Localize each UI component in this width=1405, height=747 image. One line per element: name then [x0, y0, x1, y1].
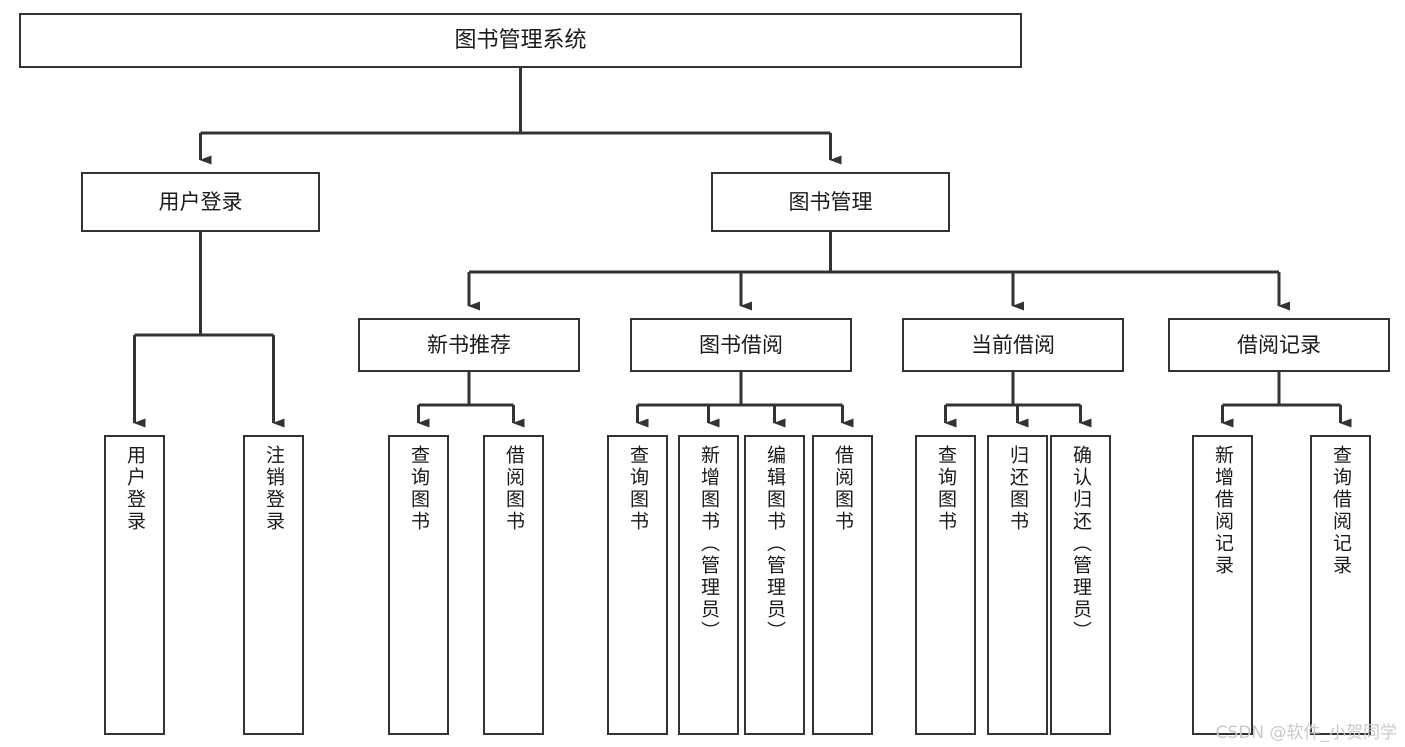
node-leaf4[interactable]: 借阅图书: [483, 435, 544, 735]
node-label: 图书管理: [788, 189, 873, 214]
node-history[interactable]: 借阅记录: [1168, 318, 1390, 372]
node-label: 查询图书: [935, 445, 957, 533]
node-leaf2[interactable]: 注销登录: [243, 435, 304, 735]
node-label: 用户登录: [158, 189, 243, 214]
node-login[interactable]: 用户登录: [81, 172, 320, 232]
watermark: CSDN @软件_小贺同学: [1215, 723, 1397, 743]
node-root[interactable]: 图书管理系统: [19, 13, 1022, 68]
node-label: 查询借阅记录: [1330, 445, 1352, 577]
node-leaf12[interactable]: 新增借阅记录: [1192, 435, 1253, 735]
node-current[interactable]: 当前借阅: [902, 318, 1124, 372]
node-label: 查询图书: [408, 445, 430, 533]
node-label: 归还图书: [1007, 445, 1029, 533]
node-label: 用户登录: [124, 445, 146, 533]
node-label: 借阅图书: [832, 445, 854, 533]
node-bookmgmt[interactable]: 图书管理: [711, 172, 950, 232]
node-newrec[interactable]: 新书推荐: [358, 318, 580, 372]
node-label: 确认归还（管理员）: [1070, 445, 1092, 643]
node-leaf5[interactable]: 查询图书: [607, 435, 668, 735]
node-leaf6[interactable]: 新增图书（管理员）: [678, 435, 739, 735]
node-leaf10[interactable]: 归还图书: [987, 435, 1048, 735]
node-label: 借阅记录: [1237, 332, 1321, 357]
node-label: 编辑图书（管理员）: [764, 445, 786, 643]
node-leaf11[interactable]: 确认归还（管理员）: [1050, 435, 1111, 735]
node-label: 图书管理系统: [454, 27, 587, 53]
node-label: 新书推荐: [427, 332, 511, 357]
node-label: 借阅图书: [503, 445, 525, 533]
node-leaf7[interactable]: 编辑图书（管理员）: [744, 435, 805, 735]
node-leaf9[interactable]: 查询图书: [915, 435, 976, 735]
node-label: 查询图书: [627, 445, 649, 533]
node-label: 当前借阅: [971, 332, 1055, 357]
node-leaf8[interactable]: 借阅图书: [812, 435, 873, 735]
node-borrow[interactable]: 图书借阅: [630, 318, 852, 372]
node-label: 新增借阅记录: [1212, 445, 1234, 577]
node-leaf1[interactable]: 用户登录: [104, 435, 165, 735]
node-label: 图书借阅: [699, 332, 783, 357]
node-leaf3[interactable]: 查询图书: [388, 435, 449, 735]
node-label: 注销登录: [263, 445, 285, 533]
node-label: 新增图书（管理员）: [698, 445, 720, 643]
node-leaf13[interactable]: 查询借阅记录: [1310, 435, 1371, 735]
